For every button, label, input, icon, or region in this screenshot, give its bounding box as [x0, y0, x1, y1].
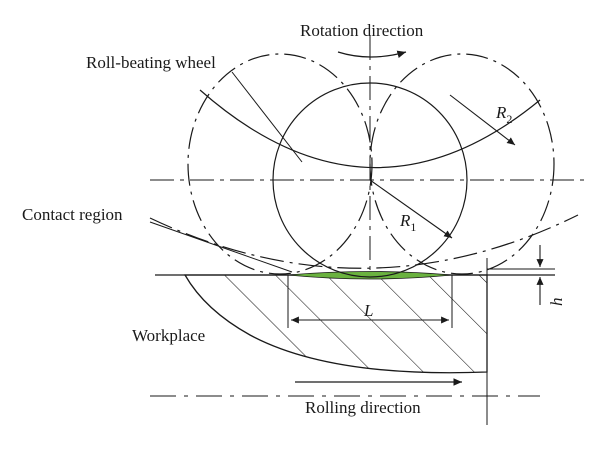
r1-subscript: 1: [410, 220, 416, 234]
depth-h-label: h: [547, 298, 566, 307]
leader-roll-beating-wheel: [231, 71, 303, 163]
contact-region-label: Contact region: [22, 205, 123, 224]
r1-label: R1: [399, 211, 416, 234]
r1-radius-arrow: [369, 179, 453, 239]
r2-label: R2: [495, 103, 512, 126]
workpiece-body: [183, 274, 488, 374]
rotation-direction-label: Rotation direction: [300, 21, 424, 40]
r1-letter: R: [399, 211, 411, 230]
wheel-left-circle: [187, 53, 373, 275]
leader-contact-region: [149, 221, 293, 273]
rolling-direction-label: Rolling direction: [305, 398, 421, 417]
r2-letter: R: [495, 103, 507, 122]
workplace-label: Workplace: [132, 326, 205, 345]
r2-radius-arrow: [449, 94, 516, 146]
r2-subscript: 2: [506, 112, 512, 126]
roll-beating-wheel-label: Roll-beating wheel: [86, 53, 216, 72]
rotation-arrow: [337, 50, 407, 59]
length-l-label: L: [363, 301, 373, 320]
